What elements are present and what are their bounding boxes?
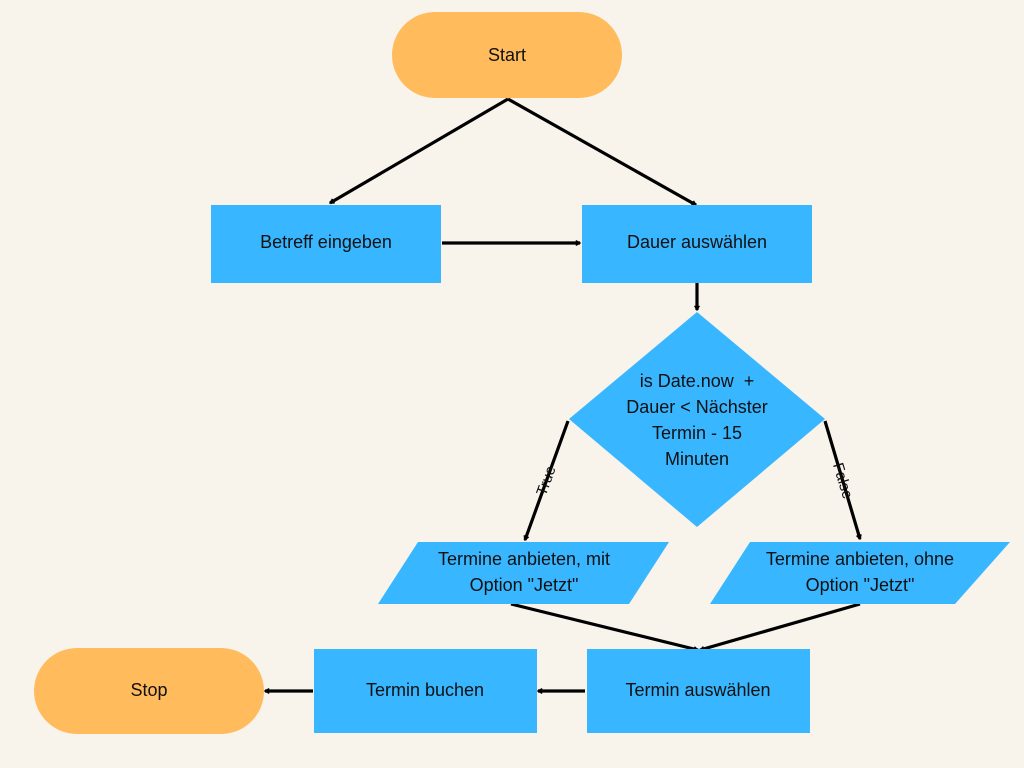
edge-label-false: False — [829, 461, 856, 501]
io-ohne-label-line2: Option "Jetzt" — [806, 575, 915, 595]
start-shape — [392, 12, 622, 98]
decision-label-line4: Minuten — [665, 449, 729, 469]
buchen-shape — [314, 649, 537, 733]
betreff-node[interactable]: Betreff eingeben — [211, 205, 441, 283]
edges — [265, 97, 861, 691]
edge-label-true: True — [533, 464, 559, 498]
start-label: Start — [488, 45, 526, 65]
edge-decision-to-io-ohne — [823, 420, 860, 539]
decision-shape — [569, 312, 825, 527]
decision-node[interactable]: is Date.now + Dauer < Nächster Termin - … — [569, 312, 825, 527]
start-node[interactable]: Start — [392, 12, 622, 98]
io-ohne-label-line1: Termine anbieten, ohne — [766, 549, 954, 569]
auswaehlen-label: Termin auswählen — [625, 680, 770, 700]
edge-io-mit-to-auswaehlen — [510, 602, 698, 650]
stop-shape — [34, 648, 264, 734]
edge-start-to-dauer — [507, 97, 696, 207]
decision-label-line2: Dauer < Nächster — [626, 397, 768, 417]
decision-label-line3: Termin - 15 — [652, 423, 742, 443]
stop-node[interactable]: Stop — [34, 648, 264, 734]
dauer-label: Dauer auswählen — [627, 232, 767, 252]
betreff-shape — [211, 205, 441, 283]
dauer-node[interactable]: Dauer auswählen — [582, 205, 812, 283]
io-ohne-shape — [710, 542, 1010, 604]
buchen-node[interactable]: Termin buchen — [314, 649, 537, 733]
io-mit-label-line1: Termine anbieten, mit — [438, 549, 610, 569]
buchen-label: Termin buchen — [366, 680, 484, 700]
auswaehlen-node[interactable]: Termin auswählen — [587, 649, 810, 733]
betreff-label: Betreff eingeben — [260, 232, 392, 252]
decision-label-line1: is Date.now + — [640, 371, 755, 391]
io-ohne-node[interactable]: Termine anbieten, ohne Option "Jetzt" — [710, 542, 1010, 604]
edge-start-to-betreff — [330, 97, 509, 205]
auswaehlen-shape — [587, 649, 810, 733]
edge-io-ohne-to-auswaehlen — [700, 602, 861, 650]
io-mit-node[interactable]: Termine anbieten, mit Option "Jetzt" — [378, 542, 669, 604]
io-mit-shape — [378, 542, 669, 604]
stop-label: Stop — [130, 680, 167, 700]
edge-decision-to-io-mit — [523, 420, 570, 540]
dauer-shape — [582, 205, 812, 283]
io-mit-label-line2: Option "Jetzt" — [470, 575, 579, 595]
